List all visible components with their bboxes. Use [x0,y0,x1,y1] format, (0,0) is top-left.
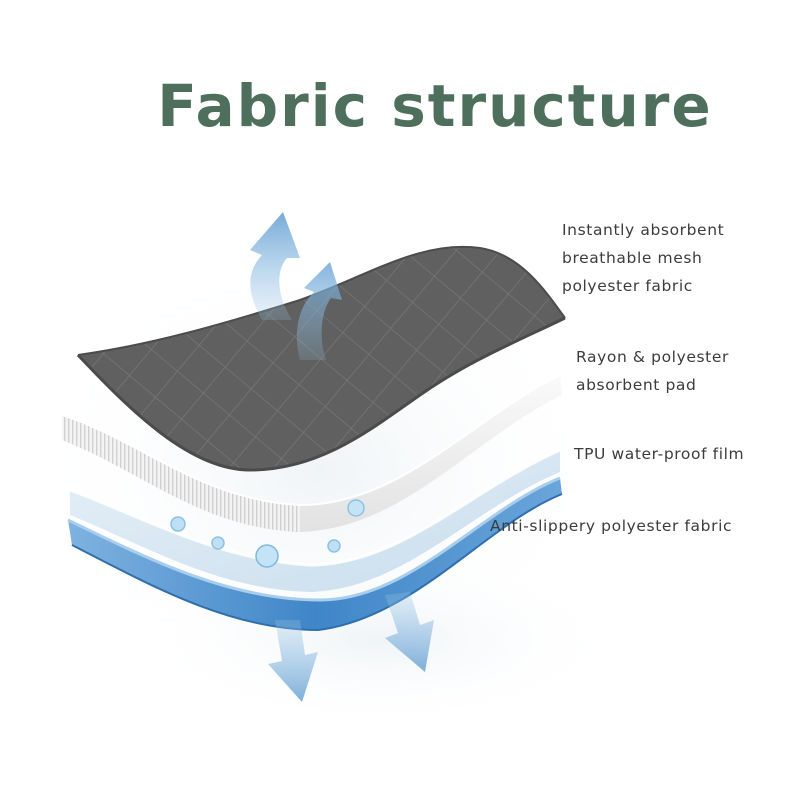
label-line: Anti-slippery polyester fabric [490,517,733,535]
label-mesh-fabric: Instantly absorbent breathable mesh poly… [562,216,724,300]
label-line: breathable mesh [562,249,703,267]
arrow-up-icon [250,212,300,320]
breathable-up-arrows [250,212,342,360]
water-droplet [255,544,279,568]
water-droplet [347,499,365,517]
layer-anti-slippery-fabric [67,476,563,632]
label-anti-slippery-fabric: Anti-slippery polyester fabric [490,512,732,540]
layer-tpu-film [69,448,561,592]
label-line: TPU water-proof film [574,445,745,463]
label-line: polyester fabric [562,277,693,295]
arrow-down-icon [268,620,318,702]
water-droplet [327,539,341,553]
label-tpu-film: TPU water-proof film [574,440,744,468]
label-line: Rayon & polyester [576,348,729,366]
arrow-down-icon [385,592,434,672]
background-haze-bottom [130,550,630,730]
label-line: Instantly absorbent [562,221,725,239]
label-absorbent-pad: Rayon & polyester absorbent pad [576,343,729,399]
drain-down-arrows [268,592,434,702]
water-droplets [170,499,365,568]
page-title: Fabric structure [157,72,713,140]
layer-absorbent-pad [61,374,562,532]
water-droplet [170,516,186,532]
arrow-up-icon [296,262,342,360]
water-droplet [211,536,225,550]
label-line: absorbent pad [576,376,697,394]
